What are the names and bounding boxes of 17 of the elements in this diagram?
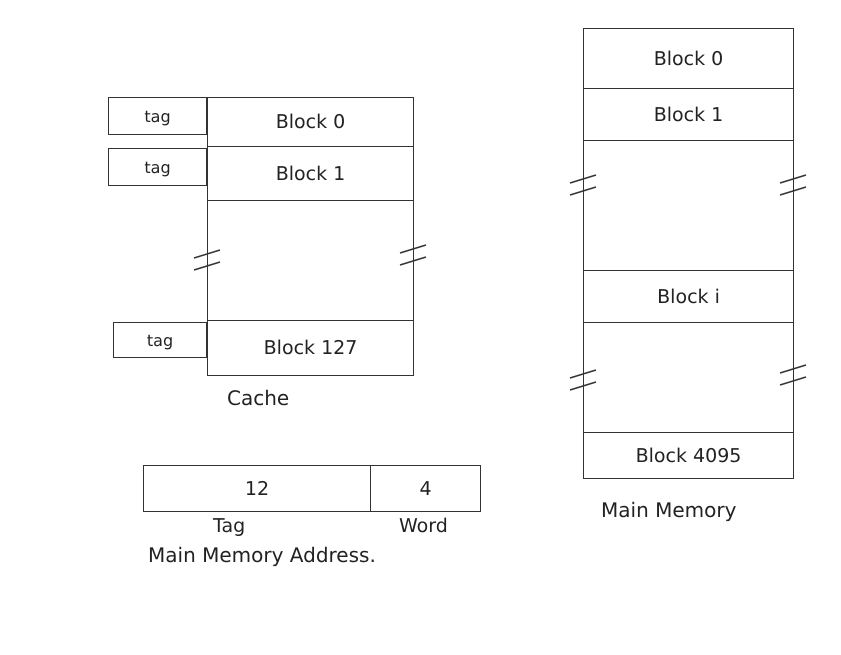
tag-field: tag: [113, 322, 207, 358]
field-caption: Word: [399, 515, 448, 537]
memory-block: Block i: [583, 270, 794, 323]
node-label: Main Memory Address.: [148, 543, 376, 567]
field-caption: Tag: [213, 515, 246, 537]
tag-field: tag: [108, 148, 207, 186]
tag-field: tag: [108, 97, 207, 135]
memory-block: Block 1: [583, 88, 794, 141]
address-field: 4: [370, 465, 481, 512]
memory-block: Block 0: [583, 28, 794, 89]
node-label: Cache: [227, 386, 290, 410]
memory-block: Block 4095: [583, 432, 794, 479]
address-field: 12: [143, 465, 371, 512]
memory-block: Block 0: [207, 97, 414, 147]
memory-block: Block 127: [207, 320, 414, 376]
memory-block: Block 1: [207, 146, 414, 201]
node-label: Main Memory: [601, 498, 736, 522]
